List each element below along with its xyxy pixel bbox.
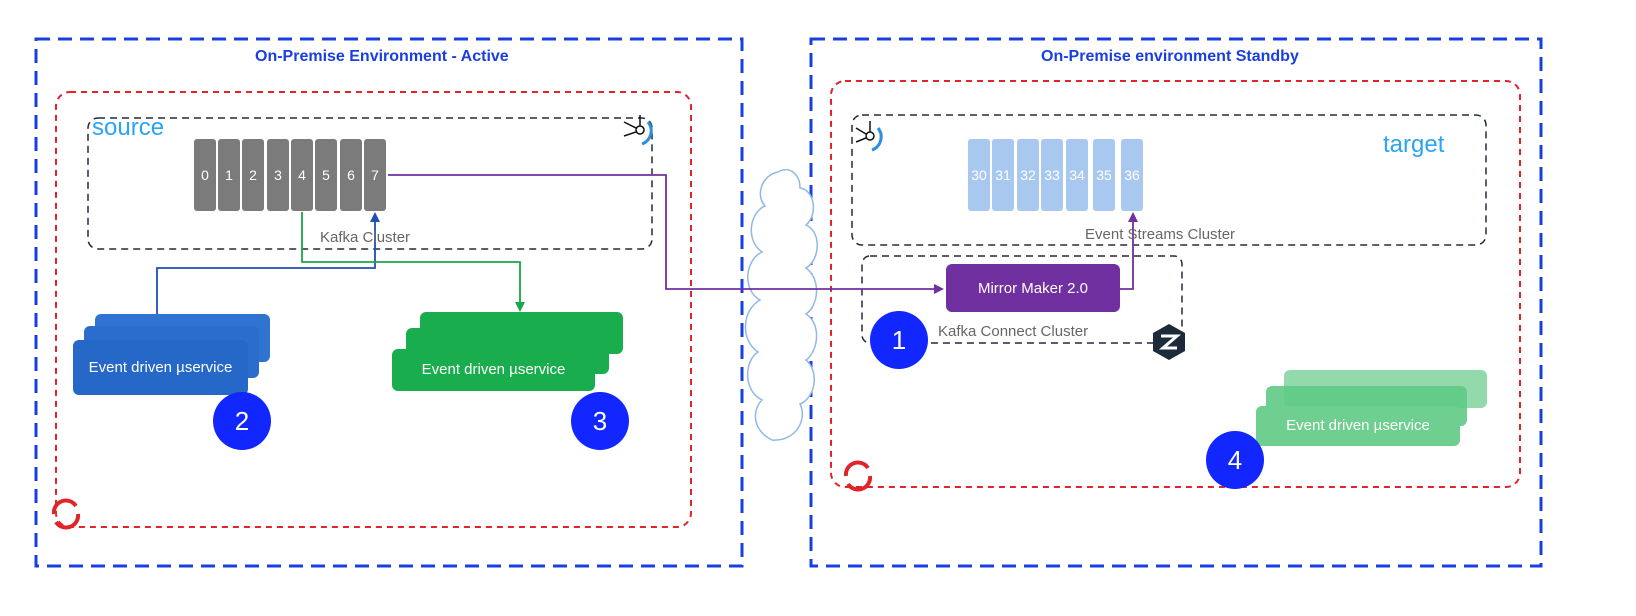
step-badge-2: 2 (213, 392, 271, 450)
active-env-border (34, 37, 744, 568)
event-streams-cluster-label: Event Streams Cluster (1085, 226, 1236, 243)
active-env-title: On-Premise Environment - Active (255, 48, 509, 65)
standby-openshift-border (830, 80, 1521, 488)
target-partition: 30 (968, 139, 990, 211)
target-partition: 36 (1121, 139, 1143, 211)
source-partition: 6 (340, 139, 362, 211)
mirror-maker-node[interactable]: Mirror Maker 2.0 (946, 264, 1120, 312)
step-badge-3: 3 (571, 392, 629, 450)
source-cluster-name: source (92, 114, 165, 141)
source-partition: 3 (267, 139, 289, 211)
kafka-connect-cluster-label: Kafka Connect Cluster (938, 323, 1089, 340)
connect-icon (1153, 324, 1185, 360)
step-badge-1: 1 (870, 311, 928, 369)
source-partition: 5 (315, 139, 337, 211)
producer-service[interactable]: Event driven µservice (73, 340, 248, 395)
network-cloud (744, 168, 818, 441)
source-cluster-border (87, 117, 653, 250)
openshift-icon (843, 460, 873, 492)
target-partition: 33 (1041, 139, 1063, 211)
consumer-service[interactable]: Event driven µservice (392, 349, 595, 391)
target-partition: 35 (1093, 139, 1115, 211)
target-partition: 34 (1066, 139, 1088, 211)
target-cluster-name: target (1383, 131, 1445, 158)
source-partition: 7 (364, 139, 386, 211)
event-streams-icon (855, 121, 883, 152)
target-partition: 32 (1017, 139, 1039, 211)
step-badge-4: 4 (1206, 431, 1264, 489)
connect-cluster-border (861, 255, 1183, 344)
source-partition: 4 (291, 139, 313, 211)
target-partition: 31 (992, 139, 1014, 211)
source-partition: 2 (242, 139, 264, 211)
source-partition: 0 (194, 139, 216, 211)
target-cluster-border (851, 114, 1487, 246)
standby-service[interactable]: Event driven µservice (1256, 406, 1460, 446)
standby-env-title: On-Premise environment Standby (1041, 48, 1299, 65)
kafka-cluster-label: Kafka Cluster (320, 229, 411, 246)
kafka-icon (623, 115, 653, 146)
source-partition: 1 (218, 139, 240, 211)
openshift-icon (51, 498, 81, 530)
